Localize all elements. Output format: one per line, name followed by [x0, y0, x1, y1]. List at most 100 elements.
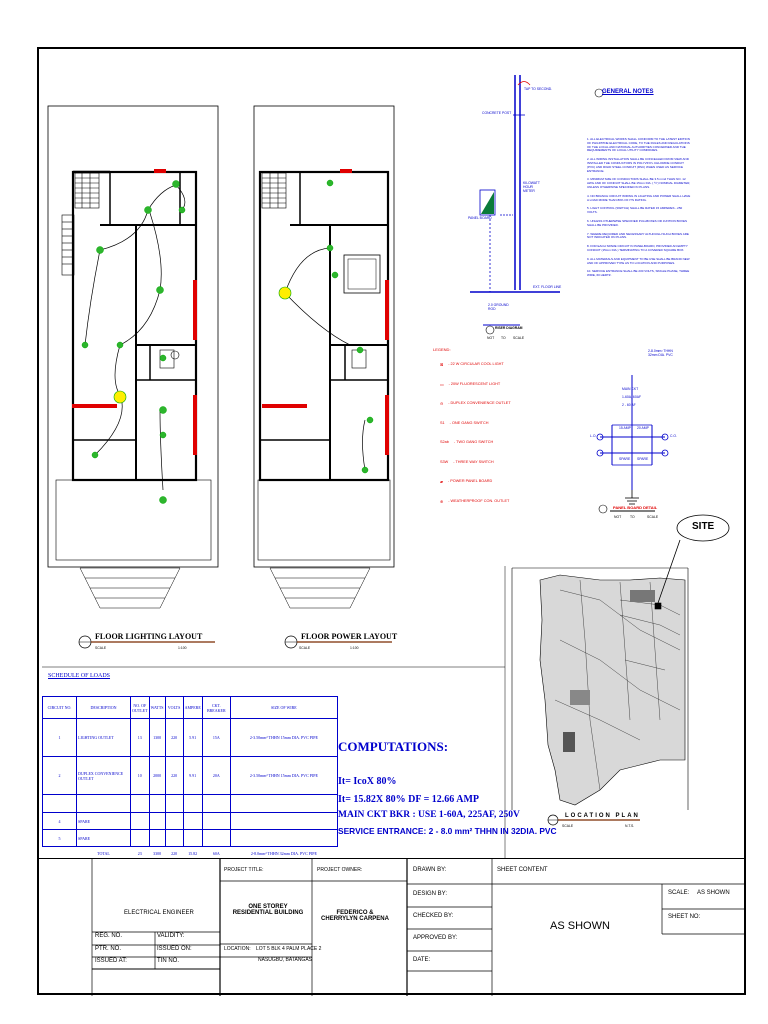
- panel-scale-to: TO: [630, 515, 635, 519]
- col-header: SIZE OF WIRE: [229, 696, 339, 719]
- schedule-table: CIRCUIT NO. DESCRIPTION NO. OF OUTLET WA…: [42, 696, 339, 861]
- lighting-layout-scale-label: SCALE: [95, 646, 107, 650]
- cell: [201, 812, 231, 830]
- outlet-icon: ⊖: [440, 402, 444, 406]
- note-item: 10. SERVICE ENTRANCE SHALL BE 230 VOLTS,…: [587, 269, 690, 278]
- cell: 2000: [148, 756, 166, 795]
- location-plan: [511, 514, 730, 826]
- schedule-frame: [42, 566, 506, 858]
- panel-label: L.O.: [590, 434, 597, 438]
- cell: 220: [164, 718, 184, 757]
- cell: 220: [171, 851, 178, 857]
- riser-scale-to: TO: [501, 336, 506, 340]
- panel-label: C.O.: [670, 434, 677, 438]
- table-row: [42, 794, 339, 813]
- panel-label: MAIN CKT: [622, 387, 639, 391]
- location-plan-scale-label: SCALE: [562, 824, 574, 828]
- legend-label: - 22 W CIRCULAR COOL LIGHT: [448, 362, 504, 366]
- riser-scale-scale: SCALE: [513, 336, 525, 340]
- schedule-title: SCHEDULE OF LOADS: [48, 673, 111, 679]
- cell: 1300: [148, 718, 166, 757]
- riser-label: KILOWATT HOUR METER: [523, 181, 540, 193]
- panel-label: 15 AMP: [619, 426, 631, 430]
- table-row: 4 SPARE: [42, 812, 339, 830]
- engineer-label: ELECTRICAL ENGINEER: [124, 910, 194, 916]
- legend-item: S2ab - TWO GANG SWITCH: [440, 440, 540, 460]
- note-item: 3. MINIMUM SIZE OF CONDUCTORS SHALL BE 3…: [587, 177, 691, 189]
- cell: [229, 812, 339, 830]
- panel-label: SPARE: [619, 457, 631, 461]
- riser-label: TAP TO SECOND.: [524, 87, 553, 91]
- cell: [130, 829, 150, 847]
- note-item: 8. FOR EACH SPARE CIRCUIT IN PANELBOARD,…: [587, 244, 688, 252]
- lighting-floor-plan: [47, 105, 219, 649]
- service-entrance-line: SERVICE ENTRANCE: 2 - 8.0 mm² THHN IN 32…: [338, 826, 557, 836]
- panel-label: SPARE: [637, 457, 649, 461]
- table-row: 2 DUPLEX CONVENIENCE OUTLET 10 2000 220 …: [42, 756, 339, 795]
- power-floor-plan: [253, 105, 395, 649]
- cell: [229, 794, 339, 813]
- riser-label: PANEL BOARD: [468, 216, 492, 220]
- cell: 15.82: [188, 851, 198, 857]
- fluorescent-light-icon: ▭: [440, 382, 444, 387]
- legend-label: - THREE WAY SWITCH: [453, 459, 494, 464]
- panel-label: 1-60A, 60AF: [622, 395, 642, 399]
- note-item: 4. NO BRANCH CIRCUIT WIRING IN LIGHTING …: [587, 193, 691, 202]
- lighting-layout-title: FLOOR LIGHTING LAYOUT: [95, 632, 203, 641]
- cell: 5: [42, 829, 77, 847]
- circular-light-icon: ⊠: [440, 363, 444, 367]
- col-header: NO. OF OUTLET: [130, 696, 150, 719]
- ptr-no-label: PTR. NO.: [95, 946, 122, 952]
- cell: [148, 812, 166, 830]
- note-item: 5. LIGHT CONTROL (SWITCH) SHALL BE RATED…: [587, 206, 683, 215]
- legend-item: S1- ONE GANG SWITCH: [440, 421, 540, 441]
- cell: [130, 812, 150, 830]
- legend-item: ▰- POWER PANEL BOARD: [440, 479, 540, 499]
- panel-label: 2 - 60 AF: [622, 403, 636, 407]
- switch-icon: S1: [440, 420, 445, 425]
- panel-board-title: PANEL BOARD DETAIL: [613, 505, 658, 510]
- riser-diagram-title: RISER DIAGRAM: [495, 326, 523, 330]
- reg-no-label: REG. NO.: [95, 933, 123, 939]
- cell: 2: [42, 756, 77, 795]
- cell: SPARE: [76, 812, 131, 830]
- cell: 2-8.0mm² THHN 32mm DIA. PVC PIPE: [250, 851, 317, 857]
- riser-diagram: [470, 75, 560, 335]
- col-header: CKT. BREAKER: [201, 696, 231, 719]
- location-line2: NASUGBU, BATANGAS: [258, 957, 312, 963]
- lighting-layout-scale: 1:100: [178, 646, 187, 650]
- cell: 220: [164, 756, 184, 795]
- computation-line: It= 15.82X 80% DF = 12.66 AMP: [338, 794, 480, 805]
- general-notes-list: 1. ALL ELECTRICAL WORKS SHALL CONFORM TO…: [587, 137, 692, 283]
- cell: SPARE: [76, 829, 131, 847]
- col-header: AMPERE: [182, 696, 203, 719]
- cell: TOTAL: [97, 851, 110, 857]
- note-item: 6. UNLESS OTHERWISE SPECIFIED PULLBOXES …: [587, 218, 687, 227]
- legend-label: - TWO GANG SWITCH: [453, 440, 494, 444]
- table-row: 1 LIGHTING OUTLET 13 1300 220 5.91 15A 2…: [42, 718, 339, 757]
- cell: [148, 829, 166, 847]
- legend-item: ⊕- WEATHERPROOF CON. OUTLET: [440, 499, 540, 519]
- cell: 20A: [201, 756, 231, 795]
- cell: 9.91: [182, 756, 203, 795]
- site-label: SITE: [692, 521, 715, 532]
- project-title: ONE STOREY RESIDENTIAL BUILDING: [232, 904, 304, 916]
- cell: 1: [42, 718, 77, 757]
- cell: [182, 794, 203, 813]
- legend-label: - DUPLEX CONVENIENCE OUTLET: [448, 401, 511, 405]
- cell: [148, 794, 166, 813]
- project-owner: FEDERICO & CHERRYLYN CARPENA: [321, 910, 389, 922]
- project-owner-label: PROJECT OWNER:: [317, 867, 363, 873]
- legend-label: - WEATHERPROOF CON. OUTLET: [448, 498, 510, 503]
- col-header: VOLTS: [164, 696, 184, 719]
- switch-icon: S2ab: [440, 440, 449, 444]
- cell: 60A: [212, 851, 220, 857]
- legend-list: ⊠ - 22 W CIRCULAR COOL LIGHT ▭ - 20W FLUOR…: [440, 362, 540, 518]
- legend-item: S3W- THREE WAY SWITCH: [440, 460, 540, 480]
- panel-board-detail: [596, 375, 669, 514]
- drawn-by-label: DRAWN BY:: [413, 867, 447, 873]
- panel-scale-not: NOT: [614, 515, 622, 519]
- legend-label: - 20W FLUORESCENT LIGHT: [448, 381, 501, 386]
- legend-label: - POWER PANEL BOARD: [447, 479, 493, 483]
